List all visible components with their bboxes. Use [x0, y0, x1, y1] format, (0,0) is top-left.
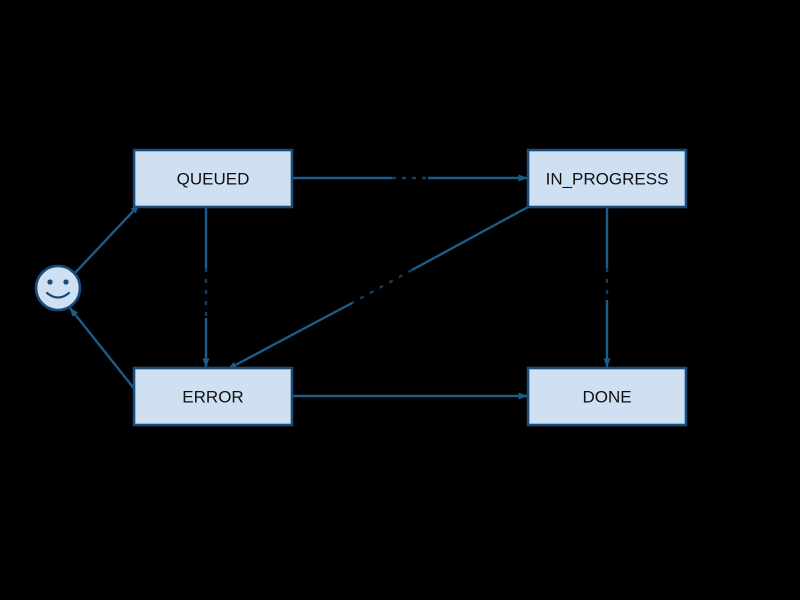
edge-in-progress-to-error — [227, 205, 529, 371]
node-error[interactable]: ERROR — [132, 366, 294, 427]
start-circle — [34, 264, 82, 312]
start-state[interactable] — [34, 264, 82, 312]
edge-start-to-queued — [73, 204, 140, 275]
edge-error-to-start — [69, 307, 141, 397]
smiley-mouth-icon — [45, 291, 71, 299]
smiley-left-eye-icon — [47, 279, 53, 285]
node-queued-box — [132, 148, 294, 209]
node-done-box — [526, 366, 688, 427]
node-in-progress[interactable]: IN_PROGRESS — [526, 148, 688, 209]
smiley-right-eye-icon — [63, 279, 69, 285]
edges-layer — [69, 174, 611, 400]
node-done[interactable]: DONE — [526, 366, 688, 427]
node-error-box — [132, 366, 294, 427]
node-queued[interactable]: QUEUED — [132, 148, 294, 209]
node-in-progress-box — [526, 148, 688, 209]
